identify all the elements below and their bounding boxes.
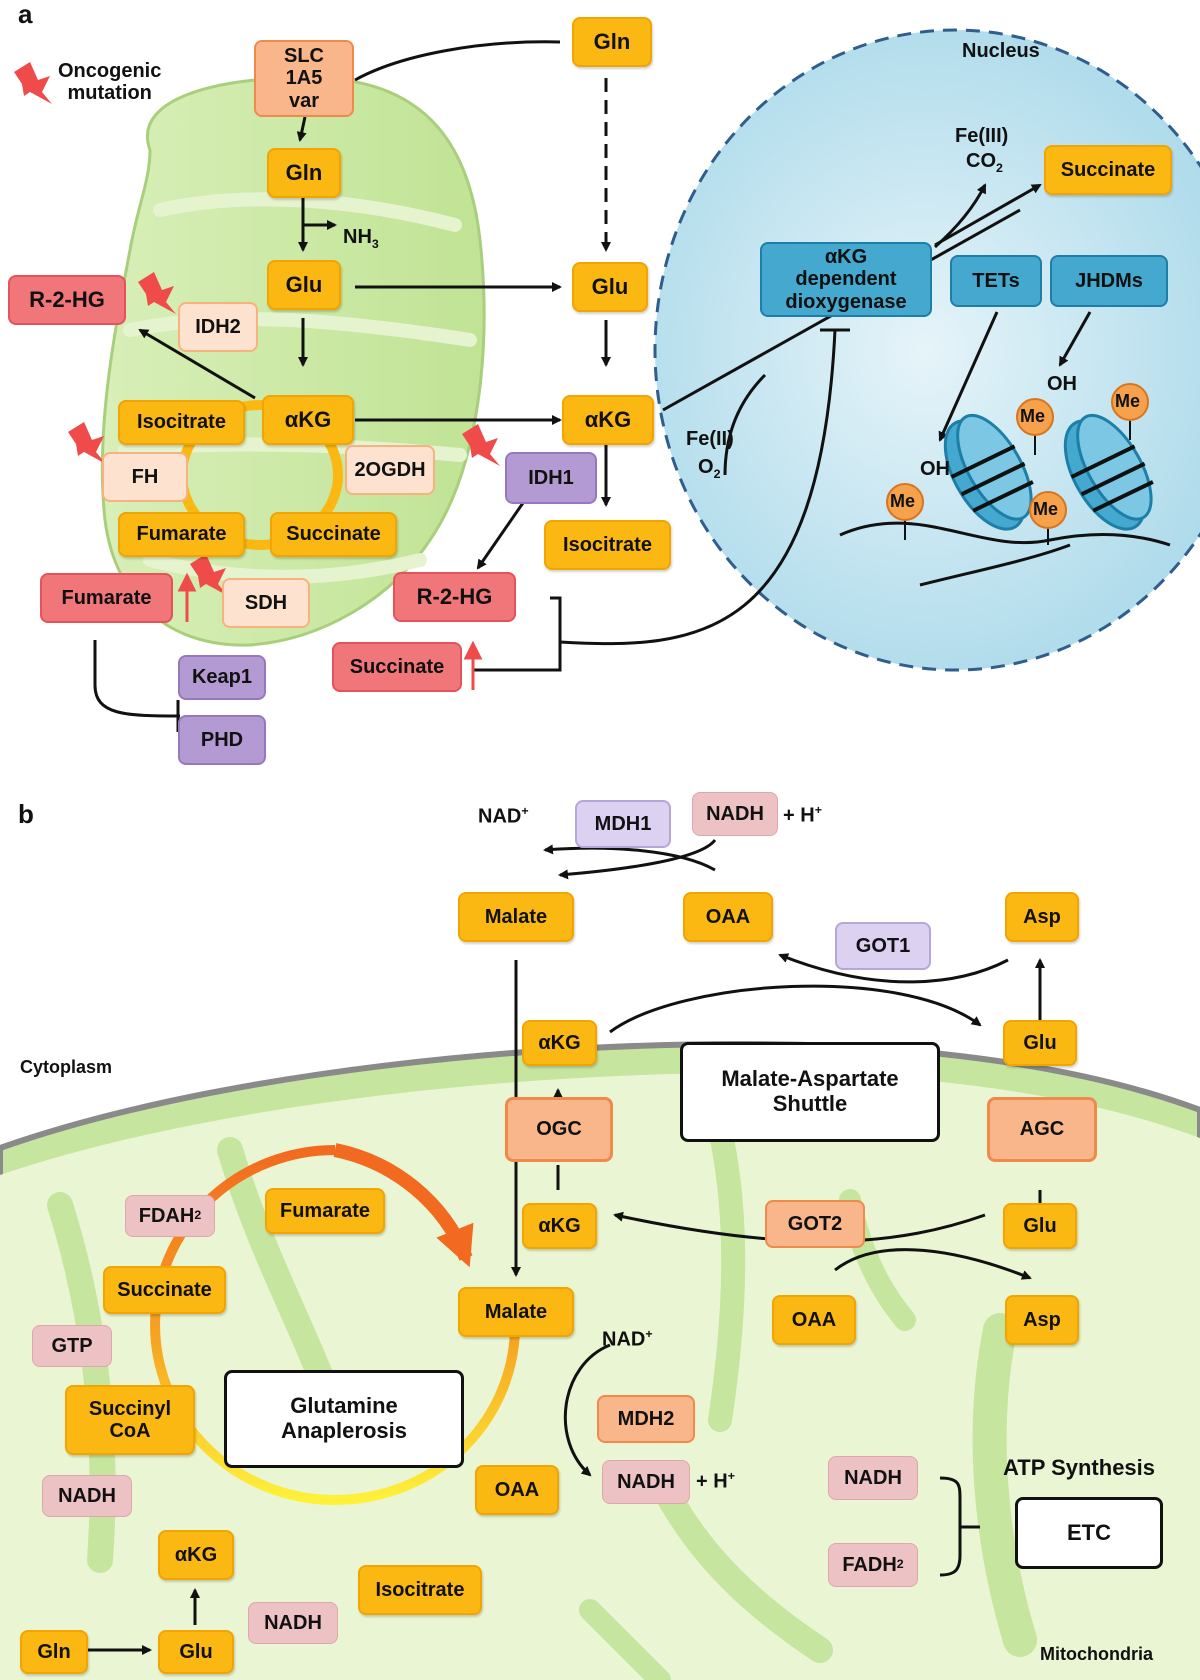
asp-lower: Asp	[1005, 1295, 1079, 1345]
arrows-a	[93, 40, 1092, 732]
fe2-label: Fe(II)	[686, 428, 734, 450]
jhdms-enzyme: JHDMs	[1050, 255, 1168, 307]
gln-cyto: Gln	[572, 17, 652, 67]
succinyl-coa-tca: Succinyl CoA	[65, 1385, 195, 1455]
nadh-bottom-cofactor: NADH	[248, 1602, 338, 1644]
ogc-transporter: OGC	[505, 1097, 613, 1162]
o2-label: O2	[698, 456, 721, 481]
akg-mito: αKG	[262, 395, 354, 445]
atp-synthesis-label: ATP Synthesis	[1003, 1455, 1156, 1480]
oaa-tca: OAA	[475, 1465, 559, 1515]
sdh-enzyme: SDH	[222, 578, 310, 628]
fh-enzyme: FH	[102, 452, 188, 502]
asp-top: Asp	[1005, 892, 1079, 942]
malate-tca: Malate	[458, 1287, 574, 1337]
co2-label: CO2	[966, 150, 1003, 175]
fe3-label: Fe(III)	[955, 125, 1009, 147]
r2hg-left: R-2-HG	[8, 275, 126, 325]
succinate-nucleus: Succinate	[1044, 145, 1172, 195]
nadh-top: NADH	[692, 792, 778, 836]
nucleus-shape	[653, 28, 1200, 672]
chromatin	[839, 383, 1171, 587]
mitochondria-label: Mitochondria	[1040, 1644, 1153, 1664]
etc-box: ETC	[1015, 1497, 1163, 1569]
fumarate-mito: Fumarate	[118, 512, 245, 557]
akg-cyto: αKG	[562, 395, 654, 445]
akg-tca: αKG	[158, 1530, 234, 1580]
nadh-mid-cofactor: NADH	[602, 1460, 690, 1504]
r2hg-center: R-2-HG	[393, 572, 516, 622]
glu-lower: Glu	[1003, 1203, 1077, 1249]
malate-top: Malate	[458, 892, 574, 942]
h-top: + H+	[783, 803, 822, 827]
methyl-mark-4: Me	[1033, 499, 1059, 519]
succinate-tca: Succinate	[103, 1266, 226, 1314]
anaplerosis-label-box: Glutamine Anaplerosis	[224, 1370, 464, 1468]
mutation-bolts	[14, 62, 500, 596]
nh3-label: NH3	[343, 226, 379, 251]
h-mid: + H+	[696, 1469, 735, 1493]
panel-label-a: a	[18, 0, 33, 29]
succinate-mito: Succinate	[270, 512, 397, 557]
keap1-protein: Keap1	[178, 655, 266, 700]
increase-arrows	[177, 572, 483, 690]
gtp-cofactor: GTP	[32, 1325, 112, 1367]
mdh1-enzyme: MDH1	[575, 800, 671, 848]
shuttle-label-box: Malate-Aspartate Shuttle	[680, 1042, 940, 1142]
nad-mid: NAD+	[602, 1327, 653, 1351]
fumarate-oncometabolite: Fumarate	[40, 573, 173, 623]
oh-label-1: OH	[920, 458, 950, 480]
isocitrate-tca: Isocitrate	[358, 1565, 482, 1615]
nadh-etc-cofactor: NADH	[828, 1456, 918, 1500]
tets-enzyme: TETs	[950, 255, 1042, 307]
got2-enzyme: GOT2	[765, 1200, 865, 1248]
legend-mutation-label: Oncogenic mutation	[58, 60, 162, 104]
gln-input: Gln	[20, 1630, 88, 1674]
nucleus-label: Nucleus	[962, 40, 1040, 62]
gln-mito: Gln	[267, 148, 341, 198]
got1-enzyme: GOT1	[835, 922, 931, 970]
cytoplasm-label: Cytoplasm	[20, 1057, 113, 1077]
methyl-mark-1: Me	[890, 491, 916, 511]
glu-mito: Glu	[267, 260, 341, 310]
akg-dependent-dioxygenase: αKG dependent dioxygenase	[760, 242, 932, 317]
idh1-enzyme: IDH1	[505, 452, 597, 504]
fumarate-tca: Fumarate	[265, 1188, 385, 1234]
akg-lower: αKG	[522, 1203, 597, 1249]
idh2-enzyme: IDH2	[178, 302, 258, 352]
glu-cyto: Glu	[572, 262, 648, 312]
akg-upper: αKG	[522, 1020, 597, 1066]
isocitrate-mito: Isocitrate	[118, 400, 245, 445]
slc1a5var-transporter: SLC 1A5 var	[254, 40, 354, 117]
oaa-lower: OAA	[772, 1295, 856, 1345]
oh-label-2: OH	[1047, 373, 1077, 395]
agc-transporter: AGC	[987, 1097, 1097, 1162]
panel-label-b: b	[18, 799, 34, 829]
nad-top: NAD+	[478, 804, 529, 828]
oaa-top: OAA	[683, 892, 773, 942]
succinate-oncometabolite: Succinate	[332, 642, 462, 692]
mdh2-enzyme: MDH2	[597, 1395, 695, 1443]
glu-input: Glu	[158, 1630, 234, 1674]
glu-upper: Glu	[1003, 1020, 1077, 1066]
ogdh-enzyme: 2OGDH	[345, 445, 435, 495]
methyl-mark-3: Me	[1115, 391, 1141, 411]
phd-protein: PHD	[178, 715, 266, 765]
nadh-left-cofactor: NADH	[42, 1475, 132, 1517]
methyl-mark-2: Me	[1020, 406, 1046, 426]
isocitrate-cyto: Isocitrate	[544, 520, 671, 570]
